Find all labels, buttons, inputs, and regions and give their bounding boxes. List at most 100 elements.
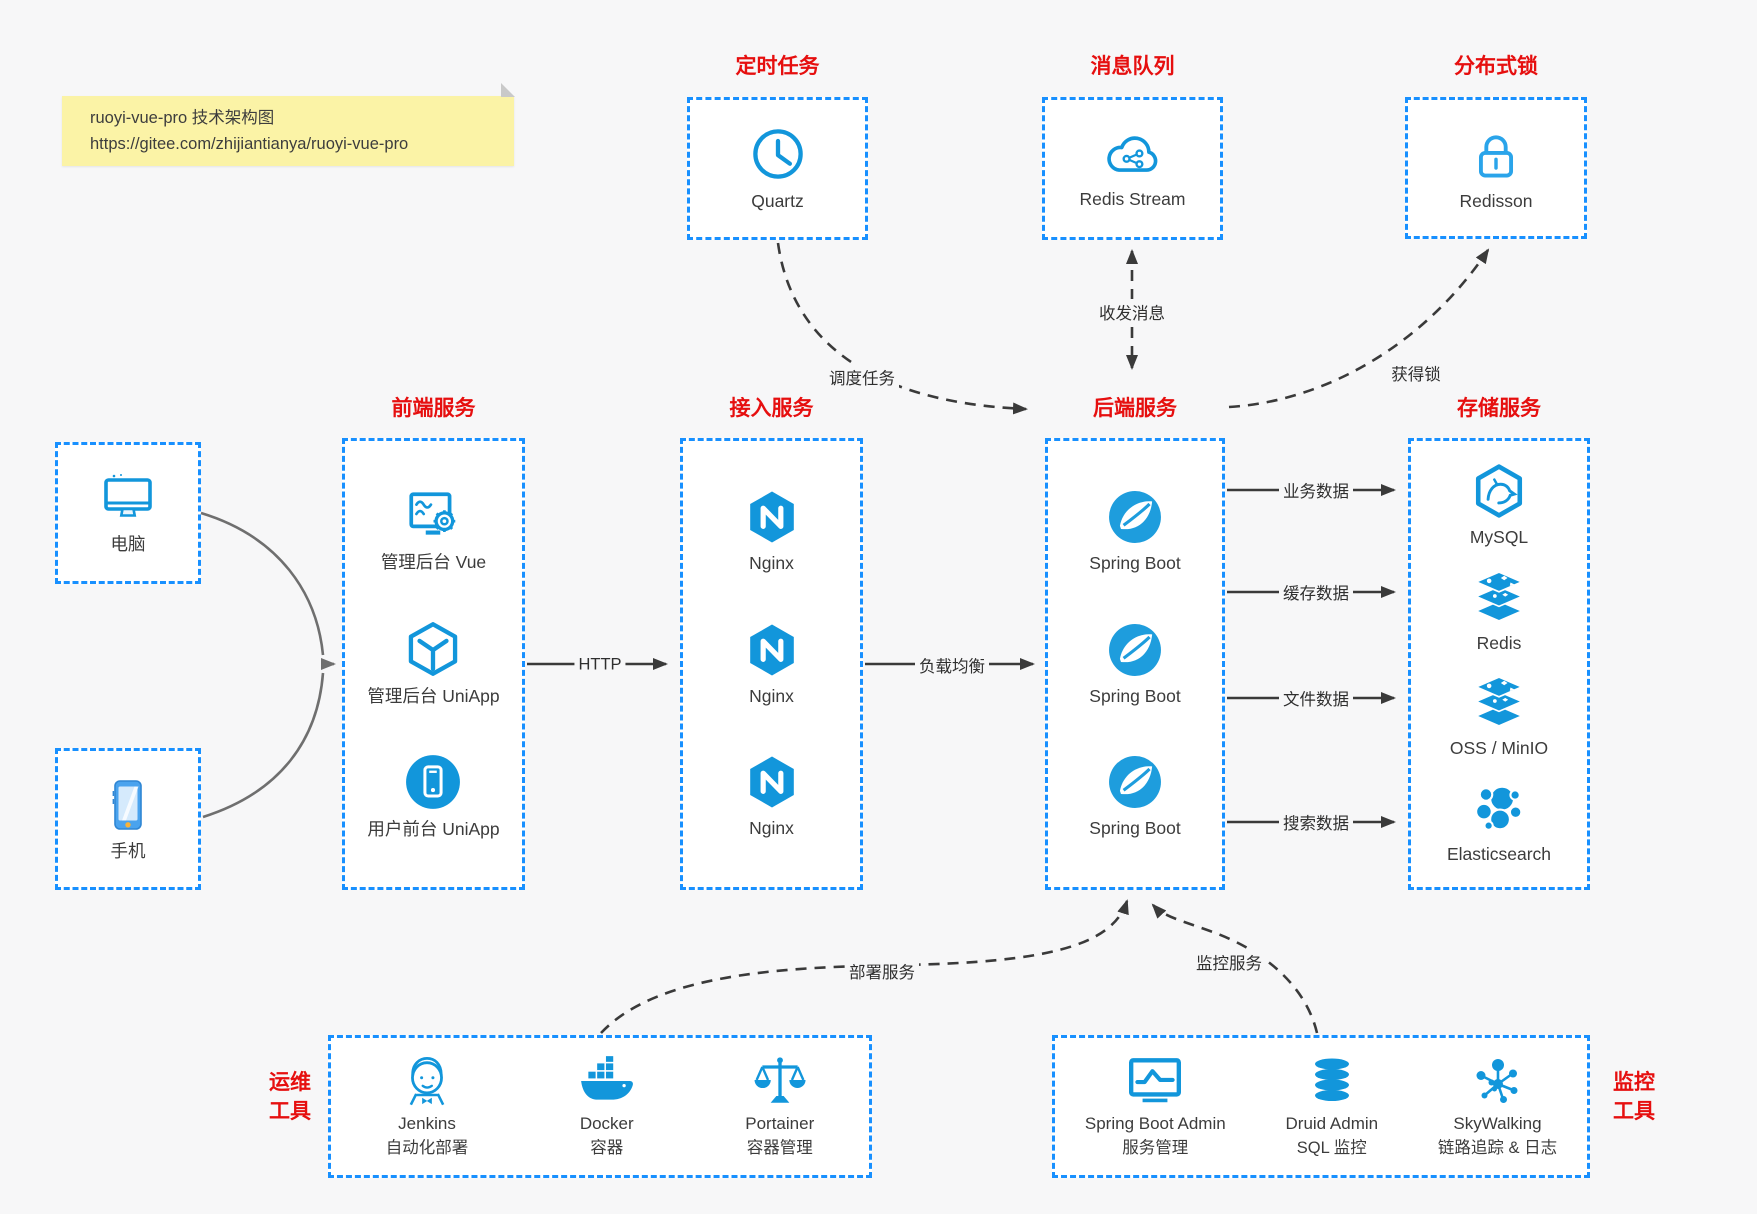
note-link: https://gitee.com/zhijiantianya/ruoyi-vu… xyxy=(90,135,409,153)
monitoring-title-line2: 工具 xyxy=(1613,1100,1655,1123)
frontend-node-user-uniapp: 用户前台 UniApp xyxy=(367,754,500,839)
backend-node-spring-1: Spring Boot xyxy=(1089,490,1181,574)
group-title-ops-tools: 运维 工具 xyxy=(252,1068,328,1126)
node-label-redisson: Redisson xyxy=(1459,190,1533,211)
edge-phone-to-frontend xyxy=(202,672,325,819)
node-label-nginx-3: Nginx xyxy=(749,817,794,838)
node-label-oss-minio: OSS / MinIO xyxy=(1449,738,1549,759)
spring-boot-icon xyxy=(1109,755,1161,808)
node-label-nginx-1: Nginx xyxy=(749,553,794,574)
edge-label-search-data: 搜索数据 xyxy=(1279,809,1353,835)
edge-label-schedule: 调度任务 xyxy=(825,364,899,390)
node-desc-druid: SQL 监控 xyxy=(1296,1138,1367,1157)
group-title-access: 接入服务 xyxy=(729,397,814,420)
jenkins-icon xyxy=(409,1056,445,1105)
sticky-note: ruoyi-vue-pro 技术架构图 https://gitee.com/zh… xyxy=(62,83,515,166)
redisson-box: Redisson xyxy=(1405,97,1587,239)
node-desc-jenkins: 自动化部署 xyxy=(385,1138,469,1157)
admin-vue-icon xyxy=(409,492,456,535)
edge-computer-to-frontend xyxy=(200,511,325,656)
note-title: ruoyi-vue-pro 技术架构图 xyxy=(90,109,275,127)
group-title-scheduled-task: 定时任务 xyxy=(735,55,820,78)
node-label-druid: Druid Admin xyxy=(1285,1113,1379,1133)
access-node-nginx-2: Nginx xyxy=(745,623,799,706)
user-app-icon xyxy=(406,754,461,809)
note-fold-corner xyxy=(501,83,515,97)
mysql-icon xyxy=(1475,464,1523,518)
backend-node-spring-2: Spring Boot xyxy=(1089,623,1181,706)
backend-box: Spring Boot Spring Boot Spring Boot xyxy=(1045,438,1225,890)
node-label-redis: Redis xyxy=(1476,632,1522,653)
clock-icon xyxy=(752,129,803,179)
ops-tools-box: Jenkins 自动化部署 Docker 容器 xyxy=(328,1035,872,1178)
edge-label-lock: 获得锁 xyxy=(1387,360,1445,386)
edge-label-cache-data: 缓存数据 xyxy=(1279,579,1353,605)
frontend-node-admin-uniapp: 管理后台 UniApp xyxy=(367,621,500,706)
node-desc-sba: 服务管理 xyxy=(1122,1138,1189,1157)
node-label-sba: Spring Boot Admin xyxy=(1084,1113,1226,1133)
cloud-network-icon xyxy=(1106,136,1157,172)
frontend-box: 管理后台 Vue 管理后台 UniApp 用户前台 UniApp xyxy=(342,438,525,890)
ops-node-docker: Docker 容器 xyxy=(578,1055,636,1159)
monitoring-title-line1: 监控 xyxy=(1613,1071,1655,1094)
node-label-admin-vue: 管理后台 Vue xyxy=(380,552,487,573)
druid-icon xyxy=(1314,1058,1349,1101)
edge-label-message: 收发消息 xyxy=(1095,299,1169,325)
group-title-frontend: 前端服务 xyxy=(391,397,476,420)
access-node-nginx-1: Nginx xyxy=(745,490,799,573)
group-title-monitoring-tools: 监控 工具 xyxy=(1596,1068,1672,1126)
smartphone-icon xyxy=(112,779,142,830)
node-label-elasticsearch: Elasticsearch xyxy=(1446,844,1552,865)
node-label-portainer: Portainer xyxy=(745,1113,815,1133)
group-title-distributed-lock: 分布式锁 xyxy=(1454,55,1538,78)
edge-label-file-data: 文件数据 xyxy=(1279,685,1353,711)
node-label-user-uniapp: 用户前台 UniApp xyxy=(367,818,500,839)
lock-icon xyxy=(1478,134,1514,177)
backend-node-spring-3: Spring Boot xyxy=(1089,755,1181,838)
redis-stream-box: Redis Stream xyxy=(1042,97,1223,240)
spring-boot-admin-icon xyxy=(1129,1057,1182,1102)
edge-label-load-balance: 负载均衡 xyxy=(915,652,989,678)
node-label-phone: 手机 xyxy=(110,840,146,861)
desktop-icon xyxy=(104,473,152,517)
monitoring-node-sba: Spring Boot Admin 服务管理 xyxy=(1085,1055,1226,1159)
quartz-box: Quartz xyxy=(687,97,868,240)
portainer-icon xyxy=(754,1056,806,1103)
storage-box: MySQL Redis xyxy=(1408,438,1590,890)
skywalking-icon xyxy=(1476,1058,1517,1103)
node-label-computer: 电脑 xyxy=(110,533,146,554)
spring-boot-icon xyxy=(1109,491,1161,544)
node-label-skywalking: SkyWalking xyxy=(1453,1113,1542,1133)
storage-node-redis: Redis xyxy=(1472,570,1526,653)
elasticsearch-icon xyxy=(1475,785,1523,832)
ops-title-line1: 运维 xyxy=(269,1071,311,1094)
ops-node-jenkins: Jenkins 自动化部署 xyxy=(385,1055,469,1159)
storage-node-oss: OSS / MinIO xyxy=(1450,675,1548,758)
monitoring-tools-box: Spring Boot Admin 服务管理 Druid Admin SQL 监… xyxy=(1052,1035,1590,1178)
access-node-nginx-3: Nginx xyxy=(745,755,799,838)
uniapp-cube-icon xyxy=(409,621,458,676)
node-label-spring-3: Spring Boot xyxy=(1089,817,1181,838)
edge-label-http: HTTP xyxy=(574,654,626,676)
monitoring-node-druid: Druid Admin SQL 监控 xyxy=(1285,1055,1379,1159)
oss-icon xyxy=(1474,676,1524,728)
node-label-jenkins: Jenkins xyxy=(398,1113,456,1133)
node-label-admin-uniapp: 管理后台 UniApp xyxy=(367,685,500,706)
node-label-docker: Docker xyxy=(579,1113,634,1133)
storage-node-mysql: MySQL xyxy=(1470,464,1528,547)
storage-node-elasticsearch: Elasticsearch xyxy=(1447,781,1551,864)
spring-boot-icon xyxy=(1109,623,1161,676)
group-title-backend: 后端服务 xyxy=(1093,397,1177,420)
frontend-node-admin-vue: 管理后台 Vue xyxy=(381,489,486,572)
node-desc-skywalking: 链路追踪 & 日志 xyxy=(1437,1138,1558,1157)
ops-title-line2: 工具 xyxy=(269,1100,311,1123)
ops-node-portainer: Portainer 容器管理 xyxy=(745,1055,814,1159)
node-label-mysql: MySQL xyxy=(1469,526,1529,547)
node-label-spring-1: Spring Boot xyxy=(1089,553,1181,574)
node-label-spring-2: Spring Boot xyxy=(1089,685,1181,706)
edge-label-deploy: 部署服务 xyxy=(845,958,919,984)
edge-label-business-data: 业务数据 xyxy=(1279,477,1353,503)
nginx-icon xyxy=(749,756,794,808)
node-desc-portainer: 容器管理 xyxy=(746,1138,813,1157)
